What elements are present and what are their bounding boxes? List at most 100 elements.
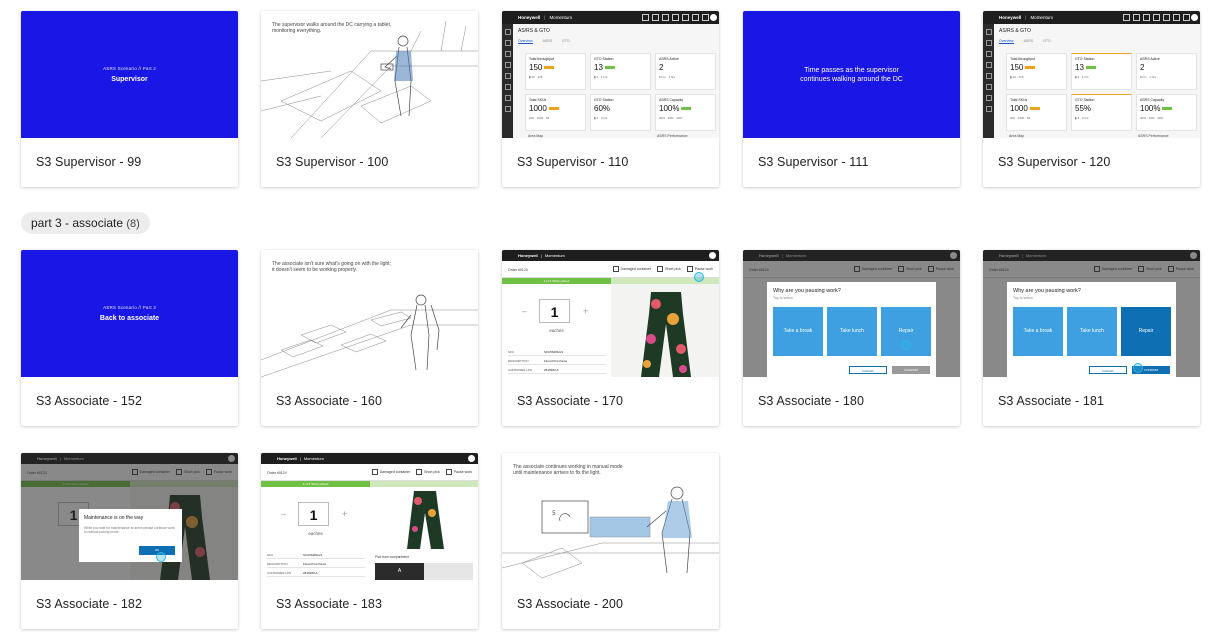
- pick-progress-bar: 2 of 6 SKUs picked: [261, 481, 370, 487]
- order-screen-dimmed: Honeywell|Momentum Order #0124 Damaged c…: [983, 250, 1200, 377]
- tap-cursor: [901, 340, 911, 350]
- title-slide: ASRS Scenario // Part 2 Supervisor: [21, 11, 238, 138]
- card-caption: S3 Associate - 180: [758, 394, 865, 408]
- card-caption: S3 Associate - 160: [276, 394, 383, 408]
- repair-option-selected[interactable]: Repair: [1121, 307, 1171, 356]
- increment-button[interactable]: +: [342, 509, 348, 519]
- thumbnail: Honeywell|Momentum Order #0124 Damaged c…: [21, 453, 238, 580]
- card-caption: S3 Supervisor - 110: [517, 155, 629, 169]
- group-label-text: part 3 - associate: [31, 216, 124, 230]
- order-subbar: Order #0124 Damaged container Short pick…: [502, 261, 719, 278]
- area-map-label: Area Map: [1009, 134, 1025, 138]
- toolbar-icons: [642, 14, 709, 21]
- take-a-break-option[interactable]: Take a break: [773, 307, 823, 356]
- damaged-container-button[interactable]: Damaged container: [612, 266, 651, 272]
- sketch-slide: The associate continues working in manua…: [502, 453, 719, 580]
- avatar: [1191, 14, 1198, 21]
- product-photo: [370, 487, 478, 553]
- take-lunch-option[interactable]: Take lunch: [1067, 307, 1117, 356]
- sketch-associate-illustration: [261, 294, 478, 377]
- cancel-button[interactable]: CANCEL: [849, 366, 887, 374]
- thumbnail: ASRS Scenario // Part 3 Back to associat…: [21, 250, 238, 377]
- dialog-subtitle: Tap to select: [1013, 296, 1033, 300]
- thumbnail: The associate isn't sure what's going on…: [261, 250, 478, 377]
- quantity-unit: eaches: [549, 328, 564, 333]
- card-s3-supervisor-111[interactable]: Time passes as the supervisor continues …: [743, 11, 960, 187]
- pause-reason-dialog: Why are you pausing work? Tap to select …: [1007, 282, 1176, 377]
- app-topbar: Honeywell|Momentum: [983, 11, 1200, 24]
- side-nav: [983, 24, 994, 138]
- card-s3-associate-182[interactable]: Honeywell|Momentum Order #0124 Damaged c…: [21, 453, 238, 629]
- tap-cursor: [694, 272, 704, 282]
- card-s3-associate-170[interactable]: Honeywell|Momentum Order #0124 Damaged c…: [502, 250, 719, 426]
- damaged-container-button[interactable]: Damaged container: [371, 469, 410, 475]
- dashboard-screen: Honeywell| Momentum AS/RS & GTO Overview…: [502, 11, 719, 138]
- card-s3-associate-180[interactable]: Honeywell|Momentum Order #0124 Damaged c…: [743, 250, 960, 426]
- ok-button[interactable]: OK: [139, 546, 175, 555]
- dialog-title: Why are you pausing work?: [773, 288, 841, 294]
- dialog-title: Maintenance is on the way: [84, 515, 144, 521]
- container-icon: [612, 266, 619, 272]
- quantity-display: 1: [539, 299, 570, 323]
- sketch-caption: The associate continues working in manua…: [513, 464, 623, 476]
- order-screen: Honeywell|Momentum Order #0124 Damaged c…: [502, 250, 719, 377]
- area-map-label: Area Map: [528, 134, 544, 138]
- card-s3-supervisor-110[interactable]: Honeywell| Momentum AS/RS & GTO Overview…: [502, 11, 719, 187]
- slide-title: Supervisor: [111, 76, 148, 83]
- short-pick-button[interactable]: Short pick: [657, 266, 681, 272]
- card-caption: S3 Associate - 181: [998, 394, 1105, 408]
- app-topbar: Honeywell|Momentum: [502, 250, 719, 261]
- dashboard-title: AS/RS & GTO: [999, 28, 1031, 34]
- quantity-unit: eaches: [308, 531, 323, 536]
- card-s3-associate-152[interactable]: ASRS Scenario // Part 3 Back to associat…: [21, 250, 238, 426]
- maintenance-dialog: Maintenance is on the way While you wait…: [79, 509, 182, 562]
- side-nav: [502, 24, 513, 138]
- increment-button[interactable]: +: [583, 306, 589, 316]
- card-s3-associate-160[interactable]: The associate isn't sure what's going on…: [261, 250, 478, 426]
- pause-work-button[interactable]: Pause work: [686, 266, 713, 272]
- cancel-button[interactable]: CANCEL: [1089, 366, 1127, 374]
- pause-work-button[interactable]: Pause work: [445, 469, 472, 475]
- decrement-button[interactable]: –: [281, 509, 287, 519]
- short-pick-button[interactable]: Short pick: [416, 469, 440, 475]
- card-s3-supervisor-100[interactable]: The supervisor walks around the DC carry…: [261, 11, 478, 187]
- title-slide: Time passes as the supervisor continues …: [743, 11, 960, 138]
- card-s3-supervisor-99[interactable]: ASRS Scenario // Part 2 Supervisor S3 Su…: [21, 11, 238, 187]
- brand-logo: Honeywell: [518, 15, 541, 20]
- take-a-break-option[interactable]: Take a break: [1013, 307, 1063, 356]
- group-label-part-3-associate[interactable]: part 3 - associate (8): [21, 212, 150, 234]
- order-id: Order #0124: [508, 268, 528, 272]
- card-s3-associate-183[interactable]: Honeywell|Momentum Order #0124 Damaged c…: [261, 453, 478, 629]
- pick-progress-bar: 2 of 6 SKUs picked: [502, 278, 611, 284]
- card-s3-associate-181[interactable]: Honeywell|Momentum Order #0124 Damaged c…: [983, 250, 1200, 426]
- order-screen-dimmed: Honeywell|Momentum Order #0124 Damaged c…: [743, 250, 960, 377]
- thumbnail: Honeywell|Momentum Order #0124 Damaged c…: [502, 250, 719, 377]
- avatar: [710, 14, 717, 21]
- order-screen-dimmed: Honeywell|Momentum Order #0124 Damaged c…: [21, 453, 238, 580]
- avatar: [709, 252, 716, 259]
- take-lunch-option[interactable]: Take lunch: [827, 307, 877, 356]
- card-caption: S3 Associate - 152: [36, 394, 143, 408]
- thumbnail: The supervisor walks around the DC carry…: [261, 11, 478, 138]
- pause-icon: [686, 266, 693, 272]
- slide-kicker: ASRS Scenario // Part 3: [103, 305, 156, 310]
- card-s3-associate-200[interactable]: The associate continues working in manua…: [502, 453, 719, 629]
- pause-reason-dialog: Why are you pausing work? Tap to select …: [767, 282, 936, 377]
- confirm-button[interactable]: CONFIRM: [1132, 366, 1170, 374]
- thumbnail: Honeywell|Momentum Order #0124 Damaged c…: [983, 250, 1200, 377]
- card-caption: S3 Supervisor - 99: [36, 155, 142, 169]
- decrement-button[interactable]: –: [522, 306, 528, 316]
- confirm-button-disabled[interactable]: CONFIRM: [892, 366, 930, 374]
